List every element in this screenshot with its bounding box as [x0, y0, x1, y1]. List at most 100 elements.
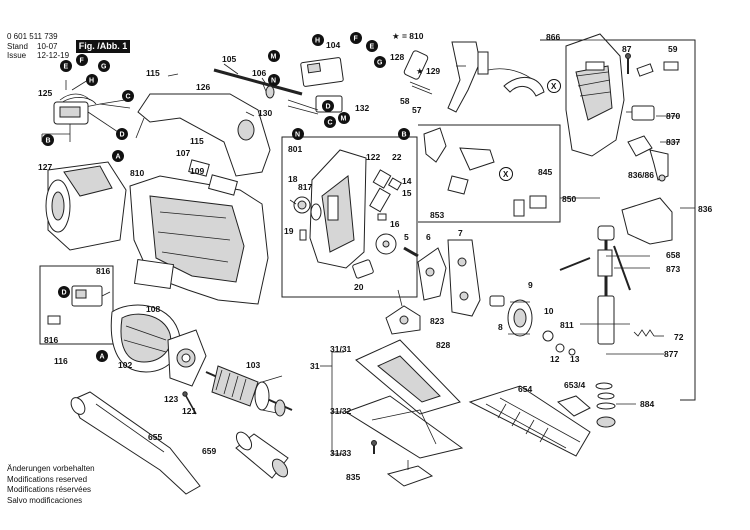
label-836: 836: [698, 204, 712, 214]
gear-housing: [565, 33, 625, 157]
label-104: 104: [326, 40, 340, 50]
label-125: 125: [38, 88, 52, 98]
label-837: 837: [666, 137, 680, 147]
svg-text:G: G: [101, 64, 107, 71]
label-823: 823: [430, 316, 444, 326]
label-106: 106: [252, 68, 266, 78]
bracket-836-group: [540, 39, 696, 401]
svg-text:X: X: [551, 82, 557, 91]
base-plate-654: [468, 385, 591, 457]
label-7: 7: [458, 228, 463, 238]
label-5: 5: [404, 232, 409, 242]
svg-text:A: A: [116, 154, 121, 161]
marker-m-top: M: [268, 50, 280, 62]
label-654: 654: [518, 384, 532, 394]
label-20: 20: [354, 282, 364, 292]
label-873: 873: [666, 264, 680, 274]
label-14: 14: [402, 176, 412, 186]
marker-b-left: B: [42, 134, 54, 146]
svg-text:D: D: [120, 132, 125, 139]
label-127: 127: [38, 162, 52, 172]
note-es: Salvo modificaciones: [7, 495, 83, 505]
plunger-parts: [369, 169, 419, 258]
marker-d-mid: D: [322, 100, 334, 112]
label-31-33: 31/33: [330, 448, 352, 458]
svg-text:B: B: [46, 138, 51, 145]
label-58: 58: [400, 96, 410, 106]
handle-126: [135, 93, 271, 177]
label-130: 130: [258, 108, 272, 118]
label-6: 6: [426, 232, 431, 242]
marker-b-mid: B: [398, 128, 410, 140]
spring-72: [633, 329, 655, 337]
part-653-4: [557, 395, 591, 417]
note-en: Modifications reserved: [7, 474, 88, 484]
label-836-86: 836/86: [628, 170, 654, 180]
label-126: 126: [196, 82, 210, 92]
gear-9: [489, 295, 533, 337]
label-845: 845: [538, 167, 552, 177]
part-number-labels: 105 106 104 866 ★ = 810 128 ★ 129 87 59 …: [38, 31, 712, 482]
svg-text:M: M: [341, 116, 347, 123]
rod-105: [213, 68, 303, 99]
svg-text:B: B: [402, 132, 407, 139]
label-87: 87: [622, 44, 632, 54]
label-116: 116: [54, 356, 68, 366]
label-123: 123: [164, 394, 178, 404]
lever-835: [386, 460, 434, 487]
svg-text:M: M: [271, 54, 277, 61]
figure-label: Fig. /Abb. 1: [76, 40, 130, 53]
washers-884: [595, 382, 616, 428]
label-19: 19: [284, 226, 294, 236]
label-870: 870: [666, 111, 680, 121]
label-115-mid: 115: [190, 136, 204, 146]
label-816-top: 816: [96, 266, 110, 276]
label-811: 811: [560, 320, 574, 330]
marker-m-mid: M: [338, 112, 350, 124]
svg-text:D: D: [326, 104, 331, 111]
label-31-31: 31/31: [330, 344, 352, 354]
svg-text:X: X: [503, 170, 509, 179]
washers-10-12: [542, 330, 576, 356]
svg-text:F: F: [80, 58, 85, 65]
label-31-32: 31/32: [330, 406, 352, 416]
blade-guide-866: [447, 41, 545, 113]
svg-text:H: H: [315, 38, 320, 45]
label-653-4: 653/4: [564, 380, 586, 390]
label-10: 10: [544, 306, 554, 316]
svg-text:C: C: [126, 94, 131, 101]
marker-h-left: H: [86, 74, 98, 86]
leader-lines: [167, 39, 695, 455]
svg-text:A: A: [100, 354, 105, 361]
label-plate-108: [133, 259, 175, 289]
label-8: 8: [498, 322, 503, 332]
marker-g-top: G: [374, 56, 386, 68]
label-115-top: 115: [146, 68, 160, 78]
label-31: 31: [310, 361, 320, 371]
marker-d-left: D: [116, 128, 128, 140]
marker-g-left: G: [98, 60, 110, 72]
label-853: 853: [430, 210, 444, 220]
marker-e-left: E: [60, 60, 72, 72]
stand-value: 10-07: [37, 42, 58, 51]
marker-a-box: A: [96, 350, 108, 362]
note-fr: Modifications réservées: [7, 485, 92, 494]
note-de: Änderungen vorbehalten: [7, 464, 95, 473]
stand-label: Stand: [7, 42, 28, 51]
label-13: 13: [570, 354, 580, 364]
disclaimer-notes: Änderungen vorbehalten Modifications res…: [7, 464, 95, 506]
label-103: 103: [246, 360, 260, 370]
clip-128: [403, 50, 433, 95]
svg-text:C: C: [328, 120, 333, 127]
label-658: 658: [666, 250, 680, 260]
label-659: 659: [202, 446, 216, 456]
label-810: 810: [130, 168, 144, 178]
svg-text:E: E: [64, 64, 69, 71]
issue-value: 12-12-19: [37, 51, 70, 60]
svg-text:H: H: [89, 78, 94, 85]
screws-121: [182, 391, 197, 415]
label-801: 801: [288, 144, 302, 154]
dust-hose-655: [70, 391, 201, 495]
label-16: 16: [390, 219, 400, 229]
